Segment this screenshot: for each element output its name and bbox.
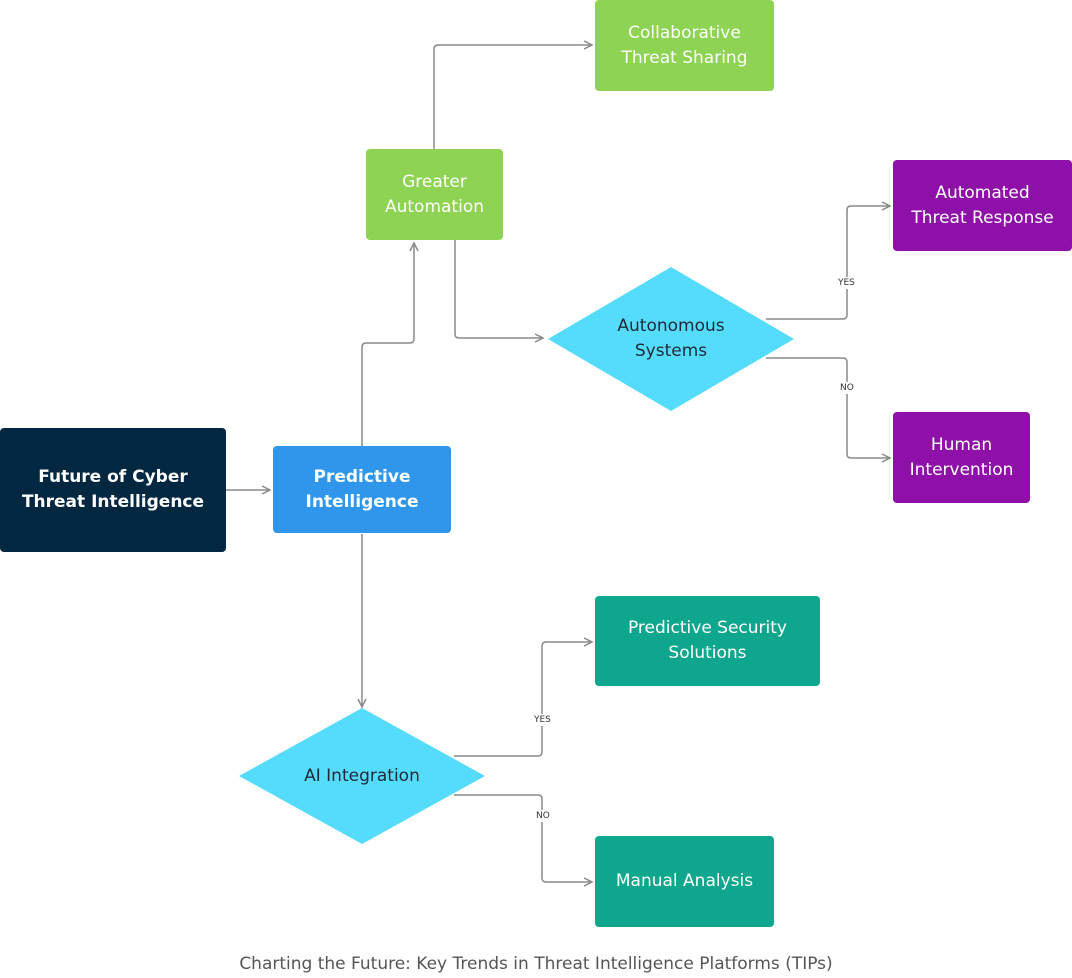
edge-automation-to-autonomous xyxy=(454,240,543,338)
ai-yes-label: YES xyxy=(532,714,553,726)
predictive-intelligence-node: Predictive Intelligence xyxy=(273,446,451,533)
edge-autonomous-no xyxy=(766,357,890,458)
predictive-security-solutions-node: Predictive Security Solutions xyxy=(595,596,820,686)
automated-threat-response-node: Automated Threat Response xyxy=(893,160,1072,251)
edge-predictive-to-automation xyxy=(361,243,414,446)
diagram-caption: Charting the Future: Key Trends in Threa… xyxy=(239,954,833,974)
root-node: Future of Cyber Threat Intelligence xyxy=(0,428,226,552)
edge-automation-to-collaborative xyxy=(433,45,592,149)
edge-autonomous-yes xyxy=(766,206,890,320)
autonomous-no-label: NO xyxy=(838,382,856,394)
autonomous-systems-label: Autonomous Systems xyxy=(617,316,725,361)
ai-integration-label: AI Integration xyxy=(304,765,420,786)
ai-integration-diamond xyxy=(239,708,485,844)
autonomous-systems-diamond xyxy=(548,267,794,411)
manual-analysis-node: Manual Analysis xyxy=(595,836,774,927)
edge-ai-yes xyxy=(454,642,592,757)
ai-no-label: NO xyxy=(534,810,552,822)
autonomous-yes-label: YES xyxy=(836,277,857,289)
human-intervention-node: Human Intervention xyxy=(893,412,1030,503)
collaborative-threat-sharing-node: Collaborative Threat Sharing xyxy=(595,0,774,91)
greater-automation-node: Greater Automation xyxy=(366,149,503,240)
edge-ai-no xyxy=(454,794,592,882)
